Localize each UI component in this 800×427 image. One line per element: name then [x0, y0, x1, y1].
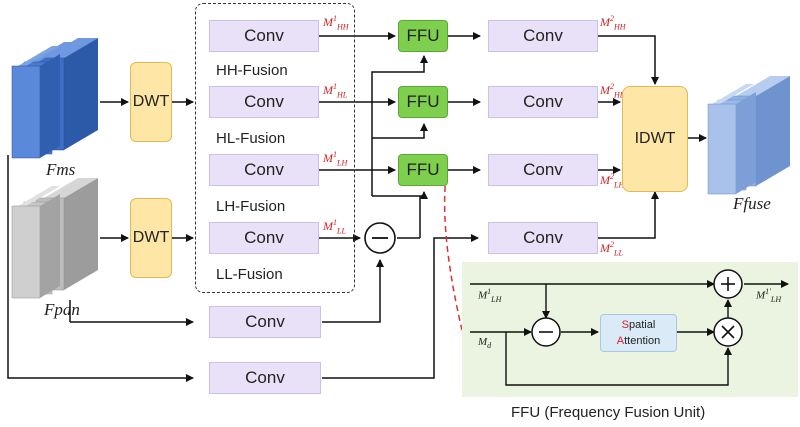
dwt-box-pan: DWT: [130, 198, 172, 278]
ffu-label: FFU: [406, 160, 440, 179]
ffuse-label: Ffuse: [733, 194, 771, 213]
conv-hh-1: Conv: [209, 20, 319, 52]
ffu-input-label: M1LH: [478, 287, 502, 304]
fpan-stack: [11, 178, 98, 299]
fpan-label: Fpan: [44, 300, 80, 319]
ffu-box-hl: FFU: [398, 86, 448, 118]
fms-stack: [11, 38, 98, 159]
m2-ll-label: M2LL: [600, 240, 623, 258]
conv-label: Conv: [245, 312, 285, 331]
m1-hh-label: M1HH: [323, 14, 349, 32]
m1-lh-label: M1LH: [323, 150, 348, 168]
hh-fusion-label: HH-Fusion: [216, 62, 288, 79]
conv-pan-branch: Conv: [209, 306, 321, 338]
conv-label: Conv: [523, 228, 563, 247]
conv-label: Conv: [523, 160, 563, 179]
idwt-label: IDWT: [634, 130, 676, 147]
conv-label: Conv: [244, 160, 284, 179]
conv-hl-2: Conv: [488, 86, 598, 118]
conv-label: Conv: [523, 92, 563, 111]
dwt-label: DWT: [132, 229, 170, 246]
conv-label: Conv: [523, 26, 563, 45]
lh-fusion-label: LH-Fusion: [216, 198, 286, 215]
conv-label: Conv: [244, 92, 284, 111]
spatial-rest: patial: [629, 319, 656, 331]
ffu-output-label: M1′LH: [756, 287, 782, 304]
ffu-label: FFU: [406, 26, 440, 45]
hl-fusion-label: HL-Fusion: [216, 130, 286, 147]
idwt-box: IDWT: [622, 86, 688, 192]
ffu-multiply-operator: [713, 317, 743, 347]
conv-label: Conv: [244, 26, 284, 45]
ffuse-stack: [707, 76, 790, 195]
fusion-group-border: [195, 3, 355, 293]
attention-rest: ttention: [624, 335, 661, 347]
fms-label: Fms: [46, 160, 76, 179]
m2-hl-label: M2HL: [600, 82, 625, 100]
ffu-box-lh: FFU: [398, 154, 448, 186]
conv-ll-2: Conv: [488, 222, 598, 254]
conv-label: Conv: [245, 368, 285, 387]
ffu-caption: FFU (Frequency Fusion Unit): [511, 404, 706, 421]
ll-fusion-label: LL-Fusion: [216, 266, 283, 283]
conv-hh-2: Conv: [488, 20, 598, 52]
dwt-box-ms: DWT: [130, 62, 172, 142]
m2-lh-label: M2LH: [600, 172, 625, 190]
subtract-operator: [364, 222, 396, 254]
dwt-label: DWT: [132, 93, 170, 110]
spatial-attention-box: Spatial Attention: [600, 314, 677, 352]
attention-label: Attention: [616, 335, 661, 347]
conv-hl-1: Conv: [209, 86, 319, 118]
spatial-label: Spatial: [621, 319, 656, 331]
ffu-label: FFU: [406, 92, 440, 111]
conv-lh-1: Conv: [209, 154, 319, 186]
conv-ll-1: Conv: [209, 222, 319, 254]
m1-hl-label: M1HL: [323, 82, 348, 100]
conv-lh-2: Conv: [488, 154, 598, 186]
conv-ms-branch: Conv: [209, 362, 321, 394]
conv-label: Conv: [244, 228, 284, 247]
ffu-add-operator: [713, 269, 743, 299]
m1-ll-label: M1LL: [323, 218, 346, 236]
ffu-diff-label: Md: [478, 336, 492, 351]
ffu-subtract-operator: [531, 317, 561, 347]
ffu-box-hh: FFU: [398, 20, 448, 52]
m2-hh-label: M2HH: [600, 14, 626, 32]
